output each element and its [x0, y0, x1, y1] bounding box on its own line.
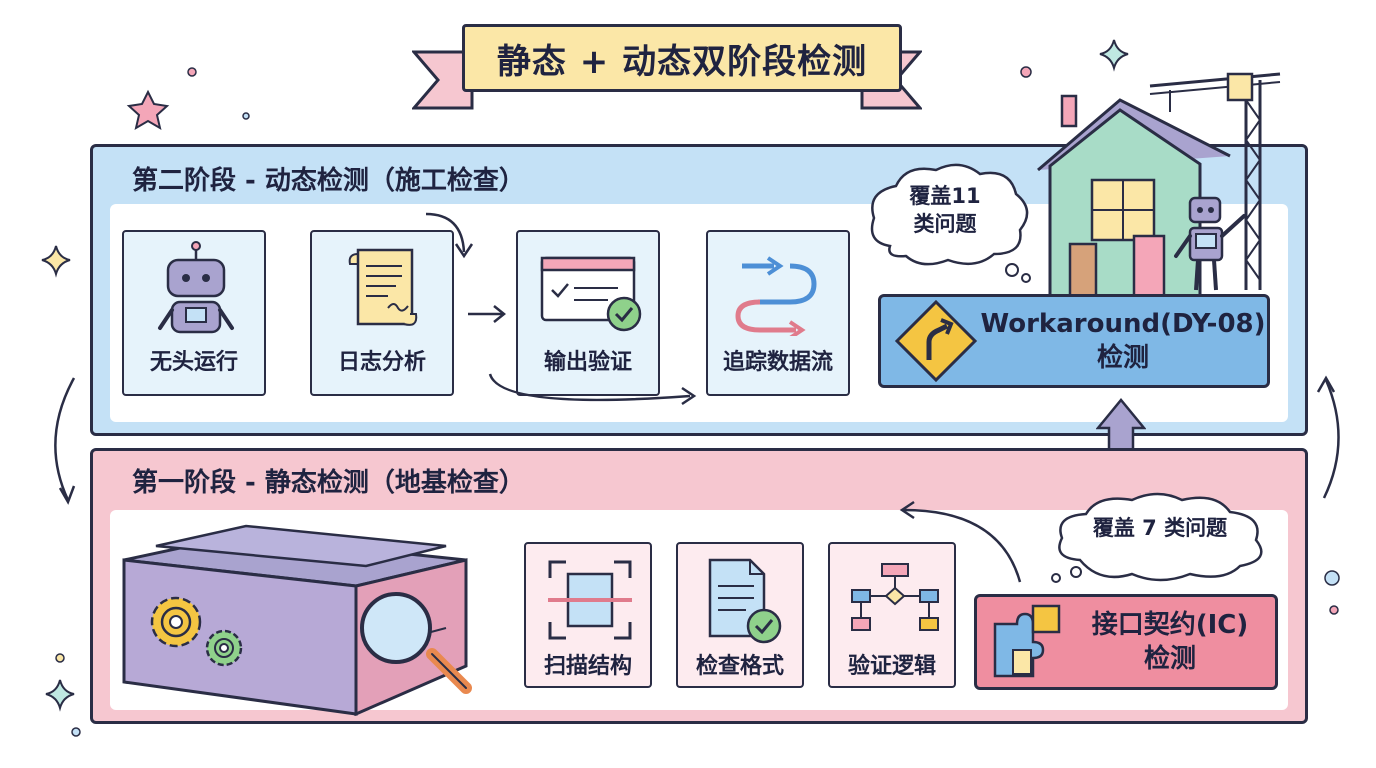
coverage-text-dynamic: 覆盖11 类问题	[909, 184, 981, 236]
flowchart-icon	[851, 563, 939, 631]
gear-icon	[150, 596, 202, 648]
step-label: 追踪数据流	[722, 350, 833, 375]
checked-document-icon	[708, 558, 782, 644]
scan-icon	[548, 560, 632, 640]
checked-window-icon	[540, 256, 642, 332]
step-label: 无头运行	[149, 350, 238, 375]
step-card-output-verify: 输出验证	[516, 230, 660, 396]
coverage-cloud-dynamic	[870, 163, 1031, 283]
step-card-headless-run: 无头运行	[122, 230, 266, 396]
star-icon	[45, 679, 75, 712]
foundation-box-illustration	[122, 524, 472, 716]
sparkle-icon	[126, 89, 170, 131]
step-label: 检查格式	[695, 654, 784, 679]
step-card-scan-structure: 扫描结构	[524, 542, 652, 688]
static-stage-title: 第一阶段 - 静态检测（地基检查）	[132, 468, 525, 498]
interface-contract-detector-label: 接口契约(IC) 检测	[1091, 610, 1249, 674]
data-flow-arrows-icon	[735, 256, 817, 336]
puzzle-icon	[993, 604, 1061, 678]
title-banner: 静态 + 动态双阶段检测	[462, 24, 902, 92]
loop-arrow-left	[54, 377, 76, 501]
step-card-check-format: 检查格式	[676, 542, 804, 688]
coverage-text-static: 覆盖 7 类问题	[1092, 516, 1228, 540]
gear-icon	[205, 629, 243, 667]
loop-arrow-right	[1322, 379, 1340, 499]
house-construction-illustration	[1037, 72, 1281, 298]
workaround-detector-box: Workaround(DY-08) 检测	[878, 294, 1270, 388]
interface-contract-detector-box: 接口契约(IC) 检测	[974, 594, 1278, 690]
magnifier-icon	[360, 592, 472, 694]
dynamic-stage-title: 第二阶段 - 动态检测（施工检查）	[132, 166, 525, 196]
step-label: 验证逻辑	[847, 654, 936, 679]
robot-icon	[158, 241, 234, 334]
coverage-cloud-static	[1051, 492, 1263, 583]
scroll-icon	[348, 248, 418, 326]
step-card-log-analysis: 日志分析	[310, 230, 454, 396]
road-sign-icon	[894, 299, 978, 383]
star-icon	[41, 245, 71, 278]
step-label: 输出验证	[543, 350, 632, 375]
star-icon	[1099, 39, 1129, 72]
step-label: 日志分析	[337, 350, 426, 375]
step-card-trace-dataflow: 追踪数据流	[706, 230, 850, 396]
workaround-detector-label: Workaround(DY-08) 检测	[980, 309, 1266, 373]
page-title: 静态 + 动态双阶段检测	[496, 41, 868, 82]
step-card-verify-logic: 验证逻辑	[828, 542, 956, 688]
step-label: 扫描结构	[543, 654, 632, 679]
